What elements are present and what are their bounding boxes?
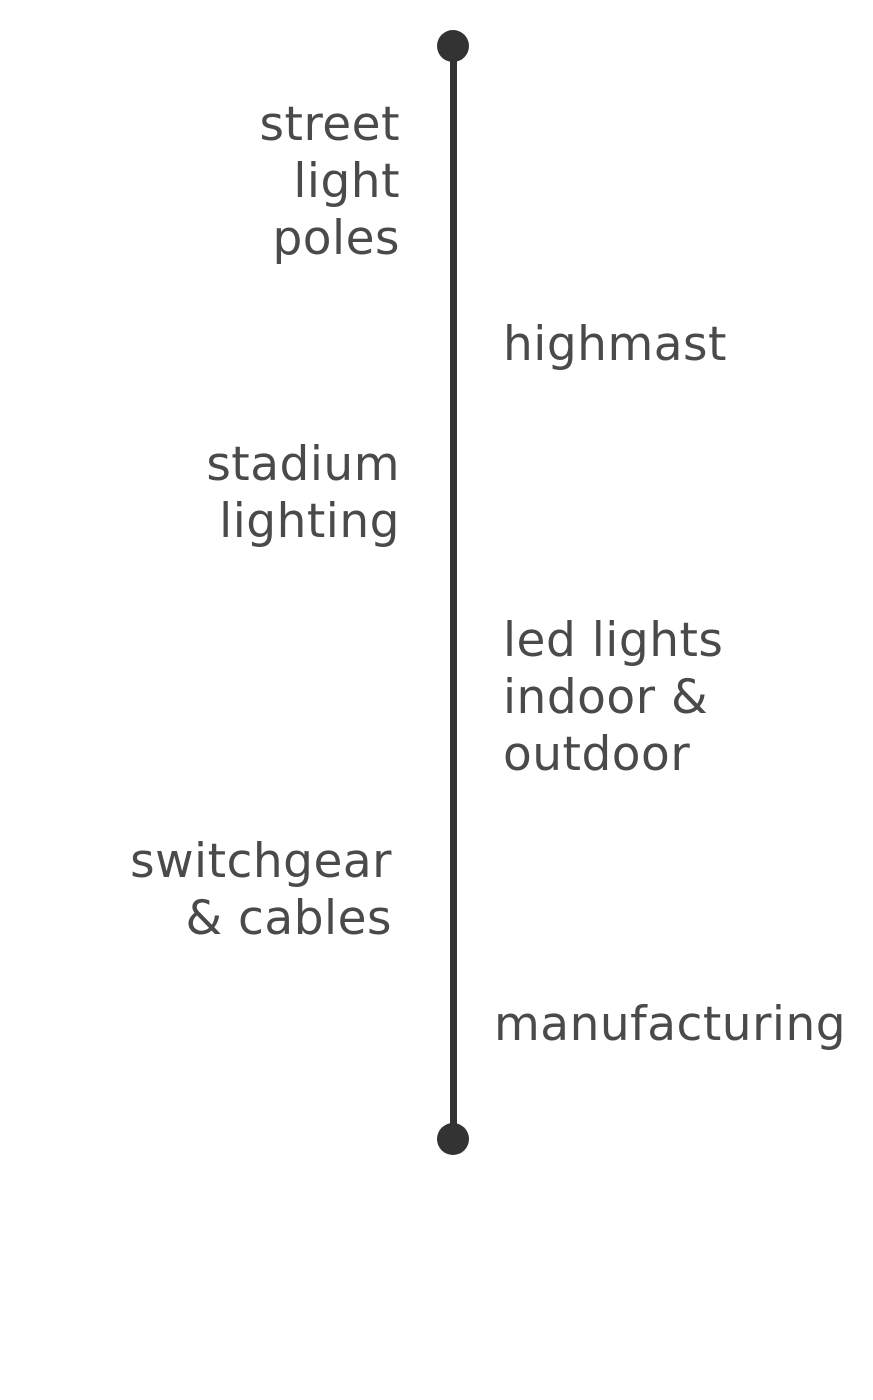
timeline-item-switchgear-cables: switchgear & cables — [130, 834, 392, 946]
timeline-end-dot — [437, 1123, 469, 1155]
timeline-item-highmast: highmast — [503, 317, 727, 372]
timeline-item-manufacturing: manufacturing — [494, 997, 847, 1052]
timeline-start-dot — [437, 30, 469, 62]
timeline-line — [450, 46, 457, 1139]
timeline-item-led-lights: led lights indoor & outdoor — [503, 613, 724, 782]
timeline-item-stadium-lighting: stadium lighting — [206, 437, 400, 549]
timeline-item-street-light-poles: street light poles — [259, 97, 400, 266]
